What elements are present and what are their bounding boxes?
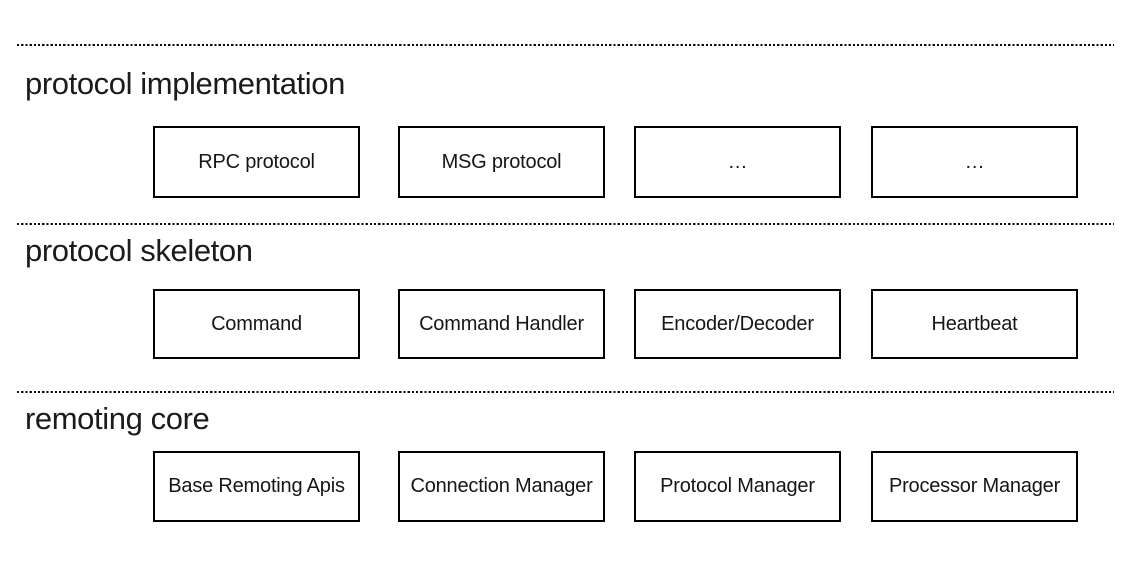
box-label: Command [211,312,302,335]
layer-title-protocol-skeleton: protocol skeleton [25,233,253,268]
box-label: … [964,150,985,173]
box-label: … [727,150,748,173]
box-rpc-protocol: RPC protocol [153,126,360,198]
layer-title-protocol-implementation: protocol implementation [25,66,345,101]
box-ellipsis-1: … [634,126,841,198]
box-label: Processor Manager [888,475,1061,497]
box-label: Command Handler [419,312,584,335]
box-label: Base Remoting Apis [168,475,345,497]
box-label: Encoder/Decoder [661,312,814,335]
box-processor-manager: Processor Manager [871,451,1078,522]
box-label: MSG protocol [441,150,562,173]
box-heartbeat: Heartbeat [871,289,1078,359]
box-label: Heartbeat [931,312,1018,335]
box-connection-manager: Connection Manager [398,451,605,522]
box-msg-protocol: MSG protocol [398,126,605,198]
box-command: Command [153,289,360,359]
box-protocol-manager: Protocol Manager [634,451,841,522]
layer-divider [17,223,1114,225]
box-ellipsis-2: … [871,126,1078,198]
layer-title-remoting-core: remoting core [25,401,210,436]
box-base-remoting-apis: Base Remoting Apis [153,451,360,522]
layer-divider [17,44,1114,46]
box-command-handler: Command Handler [398,289,605,359]
box-label: RPC protocol [198,150,315,173]
box-encoder-decoder: Encoder/Decoder [634,289,841,359]
box-label: Protocol Manager [660,475,815,497]
layer-divider [17,391,1114,393]
box-label: Connection Manager [410,475,593,497]
